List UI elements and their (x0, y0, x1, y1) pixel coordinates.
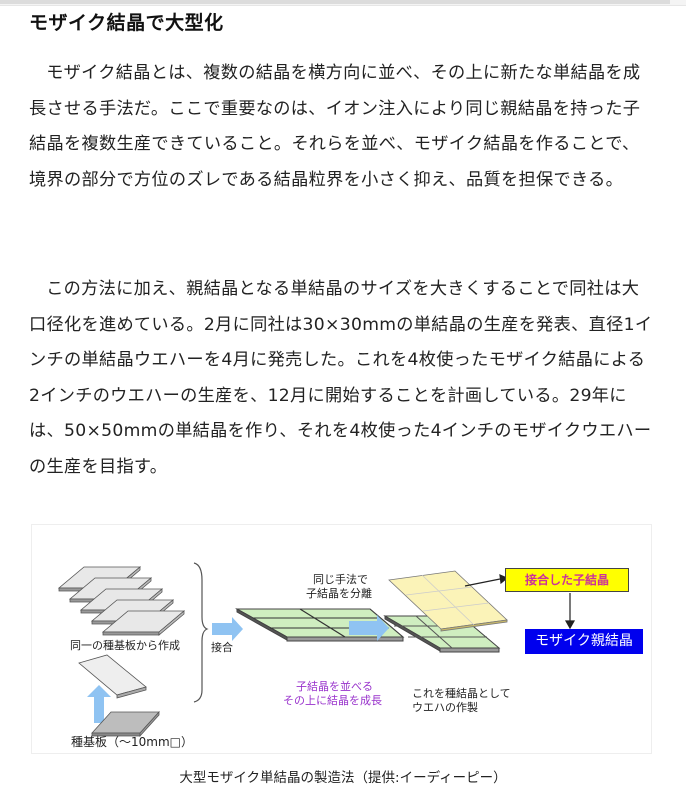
right-arrow-icon-1 (212, 617, 243, 641)
label-arrange-2: その上に結晶を成長 (283, 694, 382, 707)
section-heading: モザイク結晶で大型化 (29, 12, 224, 34)
brace-icon (193, 562, 209, 703)
single-plate-icon (78, 654, 147, 699)
label-same-method-2: 子結晶を分離 (306, 587, 372, 600)
bonded-child-plate-icon (388, 570, 508, 632)
label-arrange-1: 子結晶を並べる (296, 680, 373, 693)
right-arrow-icon-2 (349, 615, 389, 641)
pointer-arrow-icon (464, 574, 509, 587)
scrollbar-thumb[interactable] (0, 0, 670, 4)
seed-substrate-icon (91, 710, 160, 738)
article-paragraph-1: モザイク結晶とは、複数の結晶を横方向に並べ、その上に新たな単結晶を成長させる手法… (29, 63, 641, 190)
label-same-method-1: 同じ手法で (313, 573, 368, 586)
label-seed-substrate: 種基板（～10mm□） (71, 735, 193, 749)
article-paragraph-2: この方法に加え、親結晶となる単結晶のサイズを大きくすることで同社は大口径化を進め… (29, 279, 653, 477)
stacked-plates-icon (57, 566, 186, 636)
process-diagram-graphic (57, 562, 576, 738)
label-bond: 接合 (211, 641, 233, 654)
label-same-seed: 同一の種基板から作成 (70, 639, 180, 652)
bonded-child-label-box: 接合した子結晶 (505, 568, 629, 592)
mosaic-parent-label-box: モザイク親結晶 (525, 629, 643, 654)
process-diagram-figure: 同一の種基板から作成 種基板（～10mm□） 接合 同じ手法で 子結晶を分離 子… (31, 524, 652, 754)
top-scrollbar[interactable] (0, 0, 686, 6)
down-arrow-icon (564, 593, 576, 630)
label-use-as-seed-1: これを種結晶として (412, 687, 511, 700)
up-arrow-icon (87, 685, 111, 723)
label-use-as-seed-2: ウエハの作製 (412, 701, 478, 714)
figure-caption: 大型モザイク単結晶の製造法（提供:イーディーピー） (179, 770, 507, 786)
